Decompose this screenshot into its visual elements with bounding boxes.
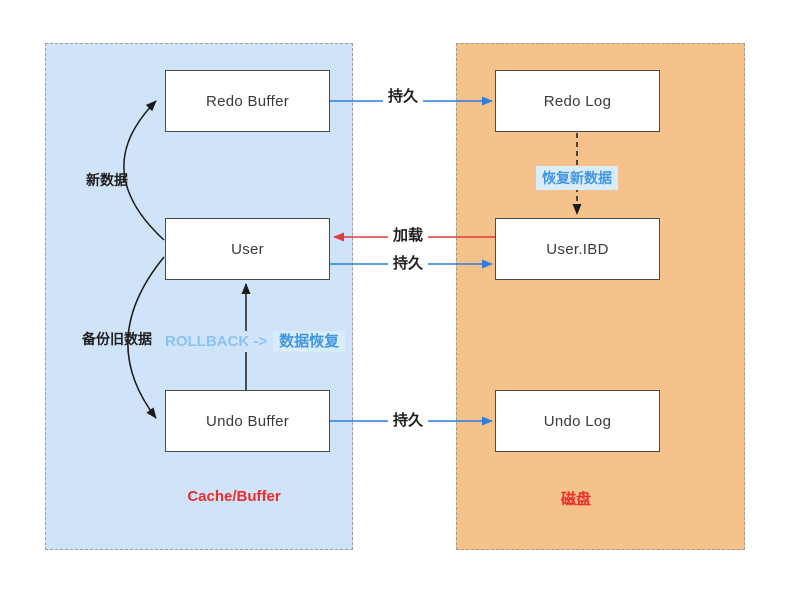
edge-label-redo-persist: 持久 (382, 88, 424, 106)
node-redo-log: Redo Log (495, 70, 660, 132)
region-label-disk: 磁盘 (560, 491, 592, 508)
node-user-ibd-label: User.IBD (546, 240, 609, 258)
edge-label-backup-old-data: 备份旧数据 (82, 331, 152, 347)
node-user-ibd: User.IBD (495, 218, 660, 280)
edge-label-new-data: 新数据 (86, 172, 128, 188)
node-undo-buffer-label: Undo Buffer (205, 412, 290, 430)
node-user: User (165, 218, 330, 280)
node-undo-log: Undo Log (495, 390, 660, 452)
node-undo-buffer: Undo Buffer (165, 390, 330, 452)
edge-label-rollback: ROLLBACK ->数据恢复 (163, 330, 346, 352)
edge-label-load: 加载 (387, 227, 429, 245)
rollback-label-prefix: ROLLBACK -> (163, 331, 270, 352)
node-redo-buffer: Redo Buffer (165, 70, 330, 132)
node-redo-buffer-label: Redo Buffer (205, 92, 290, 110)
edge-label-user-persist: 持久 (387, 255, 429, 273)
edge-label-recover-new-data: 恢复新数据 (536, 166, 618, 190)
region-label-cache-buffer: Cache/Buffer (187, 488, 281, 505)
node-undo-log-label: Undo Log (543, 412, 612, 430)
node-redo-log-label: Redo Log (543, 92, 612, 110)
edge-label-undo-persist: 持久 (387, 412, 429, 430)
rollback-label-suffix: 数据恢复 (273, 331, 346, 352)
node-user-label: User (231, 240, 264, 258)
